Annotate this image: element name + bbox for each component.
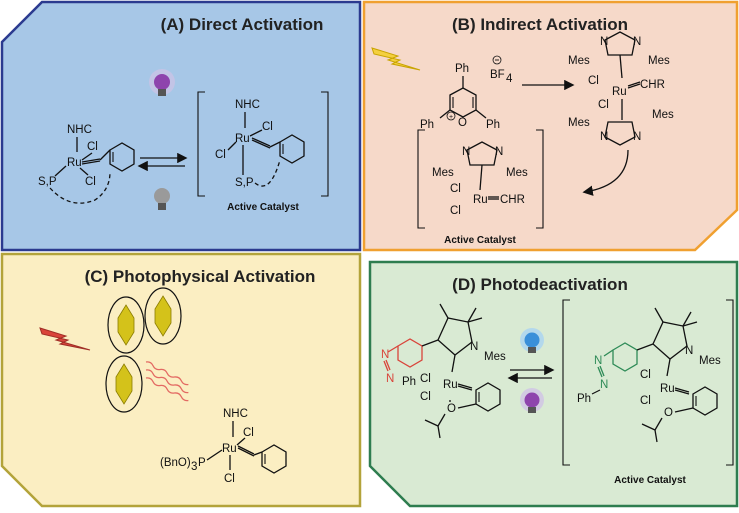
svg-text:Ru: Ru xyxy=(443,379,458,391)
svg-text:NHC: NHC xyxy=(235,99,260,111)
panel-d-title: (D) Photodeactivation xyxy=(452,275,628,294)
svg-text:Cl: Cl xyxy=(224,473,235,485)
crystal-icon xyxy=(105,355,143,413)
svg-text:Ru: Ru xyxy=(612,86,627,98)
svg-text:N: N xyxy=(600,131,608,143)
svg-text:N: N xyxy=(495,146,503,158)
svg-text:Ru: Ru xyxy=(235,133,250,145)
svg-text:CHR: CHR xyxy=(500,194,525,206)
crystal-icon xyxy=(107,296,145,354)
svg-text:N: N xyxy=(594,355,602,367)
svg-text:Ru: Ru xyxy=(660,383,675,395)
svg-text:Cl: Cl xyxy=(598,99,609,111)
svg-text:Cl: Cl xyxy=(85,176,96,188)
lightbulb-icon xyxy=(149,69,175,96)
svg-text:Ru: Ru xyxy=(222,443,237,455)
svg-text:+: + xyxy=(449,114,453,121)
panel-c-title: (C) Photophysical Activation xyxy=(85,267,316,286)
svg-text:Ph: Ph xyxy=(402,376,416,388)
svg-text:Cl: Cl xyxy=(262,121,273,133)
active-catalyst-caption-d: Active Catalyst xyxy=(614,475,686,486)
svg-text:N: N xyxy=(462,146,470,158)
svg-text:S,P: S,P xyxy=(38,176,57,188)
svg-text:Mes: Mes xyxy=(648,55,670,67)
panel-direct-activation: (A) Direct Activation NHC Ru Cl Cl S,P xyxy=(0,0,362,252)
precatalyst-structure-a: NHC Ru Cl Cl S,P xyxy=(38,124,135,204)
active-catalyst-d: N N Ph N Mes Cl Ru Cl O xyxy=(562,299,734,486)
ruthenium-dimer-structure: N N Mes Mes Cl Ru CHR Cl N N Mes Mes xyxy=(568,31,674,146)
svg-text:O: O xyxy=(458,117,467,129)
active-catalyst-caption-a: Active Catalyst xyxy=(227,202,299,213)
svg-text:BF: BF xyxy=(490,69,505,81)
svg-text:O: O xyxy=(447,403,456,415)
svg-text:Mes: Mes xyxy=(699,355,721,367)
svg-text:N: N xyxy=(633,36,641,48)
svg-text:Cl: Cl xyxy=(450,183,461,195)
panel-a-background xyxy=(0,0,362,252)
svg-text:Cl: Cl xyxy=(588,75,599,87)
svg-text:Cl: Cl xyxy=(243,427,254,439)
panel-b-background xyxy=(362,0,739,252)
svg-text:Cl: Cl xyxy=(640,369,651,381)
svg-text:4: 4 xyxy=(506,73,513,85)
lightning-bolt-icon xyxy=(39,327,91,351)
svg-text:N: N xyxy=(633,131,641,143)
svg-text:NHC: NHC xyxy=(67,124,92,136)
panel-d-background xyxy=(368,260,739,508)
svg-text:Ph: Ph xyxy=(486,119,500,131)
svg-text:Ru: Ru xyxy=(473,194,488,206)
wavy-light-rays-icon xyxy=(145,361,189,402)
svg-text:N: N xyxy=(685,345,693,357)
svg-text:Cl: Cl xyxy=(420,391,431,403)
svg-text:Mes: Mes xyxy=(484,351,506,363)
phosphite-catalyst-structure: NHC Ru Cl (BnO) 3 P Cl xyxy=(160,408,287,485)
curved-reaction-arrow xyxy=(582,149,629,196)
svg-text:Mes: Mes xyxy=(568,55,590,67)
panel-photodeactivation: (D) Photodeactivation N N Ph N Mes Cl Ru… xyxy=(368,260,739,508)
equilibrium-arrows-icon xyxy=(507,364,555,384)
svg-text:Cl: Cl xyxy=(640,395,651,407)
svg-text:Cl: Cl xyxy=(450,205,461,217)
active-catalyst-caption-b: Active Catalyst xyxy=(444,235,516,246)
svg-text:Cl: Cl xyxy=(215,149,226,161)
svg-text:NHC: NHC xyxy=(223,408,248,420)
panel-a-title: (A) Direct Activation xyxy=(161,15,324,34)
svg-text:Ph: Ph xyxy=(455,63,469,75)
svg-text:N: N xyxy=(600,379,608,391)
svg-text:S,P: S,P xyxy=(235,177,254,189)
svg-text:O: O xyxy=(664,407,673,419)
lightning-bolt-icon xyxy=(371,47,421,71)
svg-text:3: 3 xyxy=(191,461,197,473)
panel-b-title: (B) Indirect Activation xyxy=(452,15,628,34)
svg-text:Mes: Mes xyxy=(432,167,454,179)
svg-text:CHR: CHR xyxy=(640,79,665,91)
svg-text:N: N xyxy=(600,36,608,48)
panel-indirect-activation: (B) Indirect Activation Ph O + Ph Ph BF … xyxy=(362,0,739,252)
svg-text:Mes: Mes xyxy=(568,117,590,129)
svg-text:N: N xyxy=(386,373,394,385)
svg-text:Mes: Mes xyxy=(506,167,528,179)
svg-text:Cl: Cl xyxy=(87,141,98,153)
lightbulb-icon xyxy=(154,188,170,210)
svg-text:Ru: Ru xyxy=(67,157,82,169)
lightbulb-icon xyxy=(520,328,544,353)
svg-text:(BnO): (BnO) xyxy=(160,457,191,469)
svg-text:Ph: Ph xyxy=(577,393,591,405)
crystal-icon xyxy=(144,287,182,345)
svg-text:N: N xyxy=(470,341,478,353)
svg-text:N: N xyxy=(381,349,389,361)
svg-text:Ph: Ph xyxy=(420,119,434,131)
active-catalyst-a: NHC Ru Cl Cl S,P Active Catalyst xyxy=(197,91,329,213)
panel-photophysical-activation: (C) Photophysical Activation NHC Ru Cl xyxy=(0,252,362,508)
svg-text:Cl: Cl xyxy=(420,373,431,385)
lightbulb-icon xyxy=(520,388,544,413)
trans-azo-catalyst-structure: N N Ph N Mes Cl Ru Cl O xyxy=(381,303,506,439)
equilibrium-arrows-icon xyxy=(137,152,188,172)
svg-text:Mes: Mes xyxy=(652,109,674,121)
active-catalyst-b: N N Mes Mes Cl Ru CHR Cl Active Catalyst xyxy=(417,129,544,246)
svg-text:P: P xyxy=(198,457,206,469)
pyrylium-salt-structure: Ph O + Ph Ph BF 4 xyxy=(420,55,513,131)
